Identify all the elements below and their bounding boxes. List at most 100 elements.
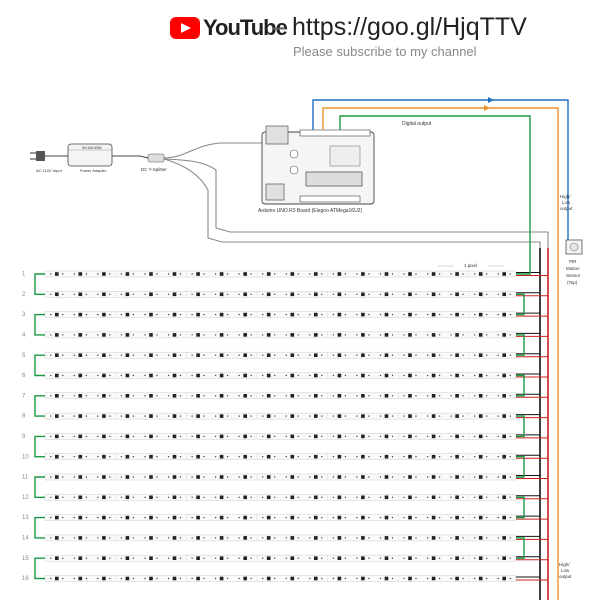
solder-pad — [50, 577, 52, 580]
solder-pad — [356, 293, 358, 295]
led-pixel — [337, 292, 342, 297]
solder-pad — [403, 516, 405, 519]
led-pixel — [290, 454, 295, 459]
solder-pad — [73, 476, 76, 478]
solder-pad — [497, 415, 499, 417]
solder-pad — [274, 273, 276, 275]
solder-pad — [297, 456, 299, 458]
solder-pad — [109, 334, 111, 336]
solder-pad — [62, 313, 64, 316]
solder-pad — [285, 395, 287, 397]
solder-pad — [144, 395, 146, 397]
led-pixel — [55, 536, 59, 540]
solder-pad — [156, 496, 158, 498]
solder-pad — [344, 374, 347, 377]
solder-pad — [203, 456, 205, 458]
solder-pad — [62, 354, 64, 356]
strip-row-number: 4 — [22, 333, 26, 339]
solder-pad — [297, 537, 299, 539]
led-strip-row: 12 — [22, 494, 548, 501]
solder-pad — [450, 476, 452, 478]
solder-pad — [50, 516, 52, 519]
solder-pad — [368, 577, 370, 580]
solder-pad — [109, 577, 111, 580]
led-pixel — [196, 515, 200, 520]
solder-pad — [167, 456, 170, 458]
led-pixel — [78, 272, 83, 276]
solder-pad — [474, 476, 476, 478]
pir-output-label: High/ — [560, 194, 571, 199]
solder-pad — [379, 577, 382, 580]
solder-pad — [497, 456, 499, 458]
led-pixel — [149, 373, 153, 378]
led-pixel — [502, 353, 506, 357]
led-pixel — [502, 312, 506, 317]
led-pixel — [384, 292, 389, 297]
solder-pad — [368, 354, 370, 356]
solder-pad — [332, 273, 335, 275]
led-pixel — [125, 353, 130, 357]
solder-pad — [344, 313, 347, 316]
led-strip-row: 14 — [22, 534, 548, 542]
solder-pad — [438, 415, 441, 417]
solder-pad — [379, 293, 382, 295]
led-pixel — [431, 495, 436, 500]
solder-pad — [426, 516, 429, 519]
solder-pad — [97, 577, 99, 580]
strip-row-number: 6 — [22, 373, 26, 379]
solder-pad — [486, 476, 488, 478]
solder-pad — [262, 456, 264, 458]
led-pixel — [172, 272, 177, 276]
led-pixel — [455, 272, 459, 276]
led-pixel — [478, 414, 483, 418]
solder-pad — [62, 456, 64, 458]
youtube-logo[interactable]: YouTube — [170, 15, 288, 42]
solder-pad — [415, 273, 417, 275]
led-pixel — [431, 556, 436, 560]
led-pixel — [314, 515, 318, 520]
solder-pad — [109, 557, 111, 559]
solder-pad — [332, 293, 335, 295]
solder-pad — [497, 293, 499, 295]
solder-pad — [120, 334, 123, 336]
led-pixel — [502, 373, 506, 378]
solder-pad — [132, 374, 135, 377]
solder-pad — [344, 456, 347, 458]
led-pixel — [384, 576, 389, 581]
solder-pad — [238, 354, 240, 356]
solder-pad — [167, 516, 170, 519]
solder-pad — [403, 313, 405, 316]
solder-pad — [297, 334, 299, 336]
solder-pad — [285, 374, 287, 377]
channel-url-link[interactable]: https://goo.gl/HjqTTV — [292, 13, 527, 41]
solder-pad — [403, 334, 405, 336]
pir-label: Motion — [566, 266, 580, 271]
led-pixel — [102, 515, 106, 520]
strip-row-number: 12 — [22, 495, 29, 501]
solder-pad — [191, 273, 193, 275]
solder-pad — [214, 537, 217, 539]
solder-pad — [250, 557, 252, 559]
solder-pad — [274, 496, 276, 498]
solder-pad — [356, 577, 358, 580]
solder-pad — [415, 415, 417, 417]
solder-pad — [497, 496, 499, 498]
solder-pad — [191, 354, 193, 356]
led-strip-row: 13 — [22, 514, 548, 521]
led-pixel — [431, 414, 436, 418]
solder-pad — [309, 456, 311, 458]
solder-pad — [356, 374, 358, 377]
led-pixel — [337, 434, 342, 439]
solder-pad — [285, 415, 287, 417]
led-pixel — [219, 312, 224, 317]
solder-pad — [309, 496, 311, 498]
led-pixel — [431, 272, 436, 276]
solder-pad — [450, 313, 452, 316]
solder-pad — [144, 496, 146, 498]
solder-pad — [497, 354, 499, 356]
solder-pad — [450, 577, 452, 580]
solder-pad — [132, 354, 135, 356]
solder-pad — [73, 374, 76, 377]
led-pixel — [408, 312, 412, 317]
solder-pad — [403, 273, 405, 275]
